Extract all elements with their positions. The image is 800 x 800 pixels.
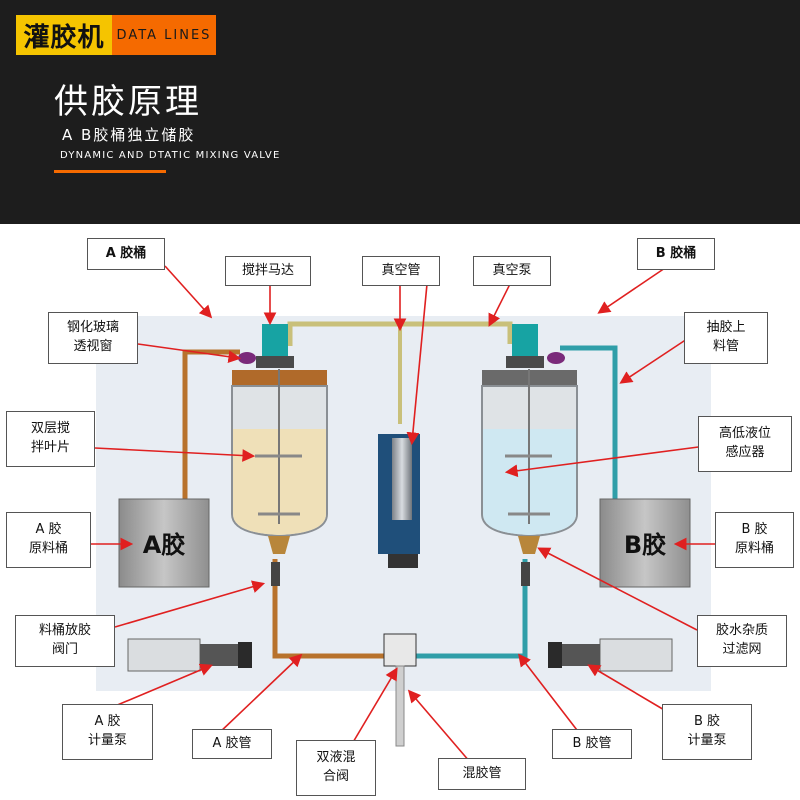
callout-a-tube: A 胶管 bbox=[192, 729, 272, 759]
brand-logo-box: 灌胶机 bbox=[16, 15, 112, 55]
callout-double-blade: 双层搅 拌叶片 bbox=[6, 411, 95, 467]
callout-b-meter-pump: B 胶 计量泵 bbox=[662, 704, 752, 760]
callout-vacuum-pump: 真空泵 bbox=[473, 256, 551, 286]
a-bucket-text: A胶 bbox=[142, 531, 186, 559]
a-meter-pump-shape bbox=[127, 638, 252, 672]
callout-feed-tube: 抽胶上 料管 bbox=[684, 312, 768, 364]
tank-a bbox=[231, 324, 328, 586]
callout-mix-tube: 混胶管 bbox=[438, 758, 526, 790]
brand-name: 灌胶机 bbox=[23, 22, 105, 53]
mix-tube-shape bbox=[395, 665, 405, 747]
b-feed-pipe bbox=[560, 345, 618, 499]
callout-b-tube: B 胶管 bbox=[552, 729, 632, 759]
callout-a-meter-pump: A 胶 计量泵 bbox=[62, 704, 153, 760]
callout-mix-valve: 双液混 合阀 bbox=[296, 740, 376, 796]
callout-arrows bbox=[91, 265, 718, 763]
a-raw-bucket bbox=[118, 498, 210, 588]
callout-vacuum-tube: 真空管 bbox=[362, 256, 440, 286]
vacuum-pump bbox=[378, 434, 420, 568]
a-outlet-pipe bbox=[272, 559, 400, 659]
b-stir-motor-shape bbox=[512, 324, 538, 360]
diagram-canvas bbox=[91, 265, 718, 763]
callout-drain-valve: 料桶放胶 阀门 bbox=[15, 615, 115, 667]
tank-b bbox=[481, 324, 578, 586]
callout-a-raw-bucket: A 胶 原料桶 bbox=[6, 512, 91, 568]
callout-glass-window: 钢化玻璃 透视窗 bbox=[48, 312, 138, 364]
b-meter-pump-shape bbox=[548, 638, 673, 672]
callout-a-bucket: A 胶桶 bbox=[87, 238, 165, 270]
mixing-valve-shape bbox=[383, 633, 417, 747]
a-feed-pipe bbox=[182, 349, 240, 499]
b-bucket-text: B胶 bbox=[623, 531, 667, 559]
supply-diagram: A胶 B胶 A 胶桶 B 胶桶 搅拌马达 真空管 真空泵 钢化玻璃 透视窗 双层… bbox=[0, 224, 800, 800]
page-title: 供胶原理 bbox=[54, 82, 202, 122]
callout-b-bucket: B 胶桶 bbox=[637, 238, 715, 270]
a-stir-motor-shape bbox=[262, 324, 288, 360]
callout-stir-motor: 搅拌马达 bbox=[225, 256, 311, 286]
a-glass-window-shape bbox=[238, 352, 256, 364]
callout-b-raw-bucket: B 胶 原料桶 bbox=[715, 512, 794, 568]
accent-underline bbox=[54, 170, 166, 173]
callout-filter: 胶水杂质 过滤网 bbox=[697, 615, 787, 667]
page-subtitle: A B胶桶独立储胶 bbox=[62, 126, 196, 144]
header-banner: 灌胶机 DATA LINES 供胶原理 A B胶桶独立储胶 DYNAMIC AN… bbox=[0, 0, 800, 224]
english-title: DYNAMIC AND DTATIC MIXING VALVE bbox=[60, 150, 281, 161]
brand-tag-text: DATA LINES bbox=[116, 27, 212, 43]
brand-tag-box: DATA LINES bbox=[112, 15, 216, 55]
callout-level-sensor: 高低液位 感应器 bbox=[698, 416, 792, 472]
